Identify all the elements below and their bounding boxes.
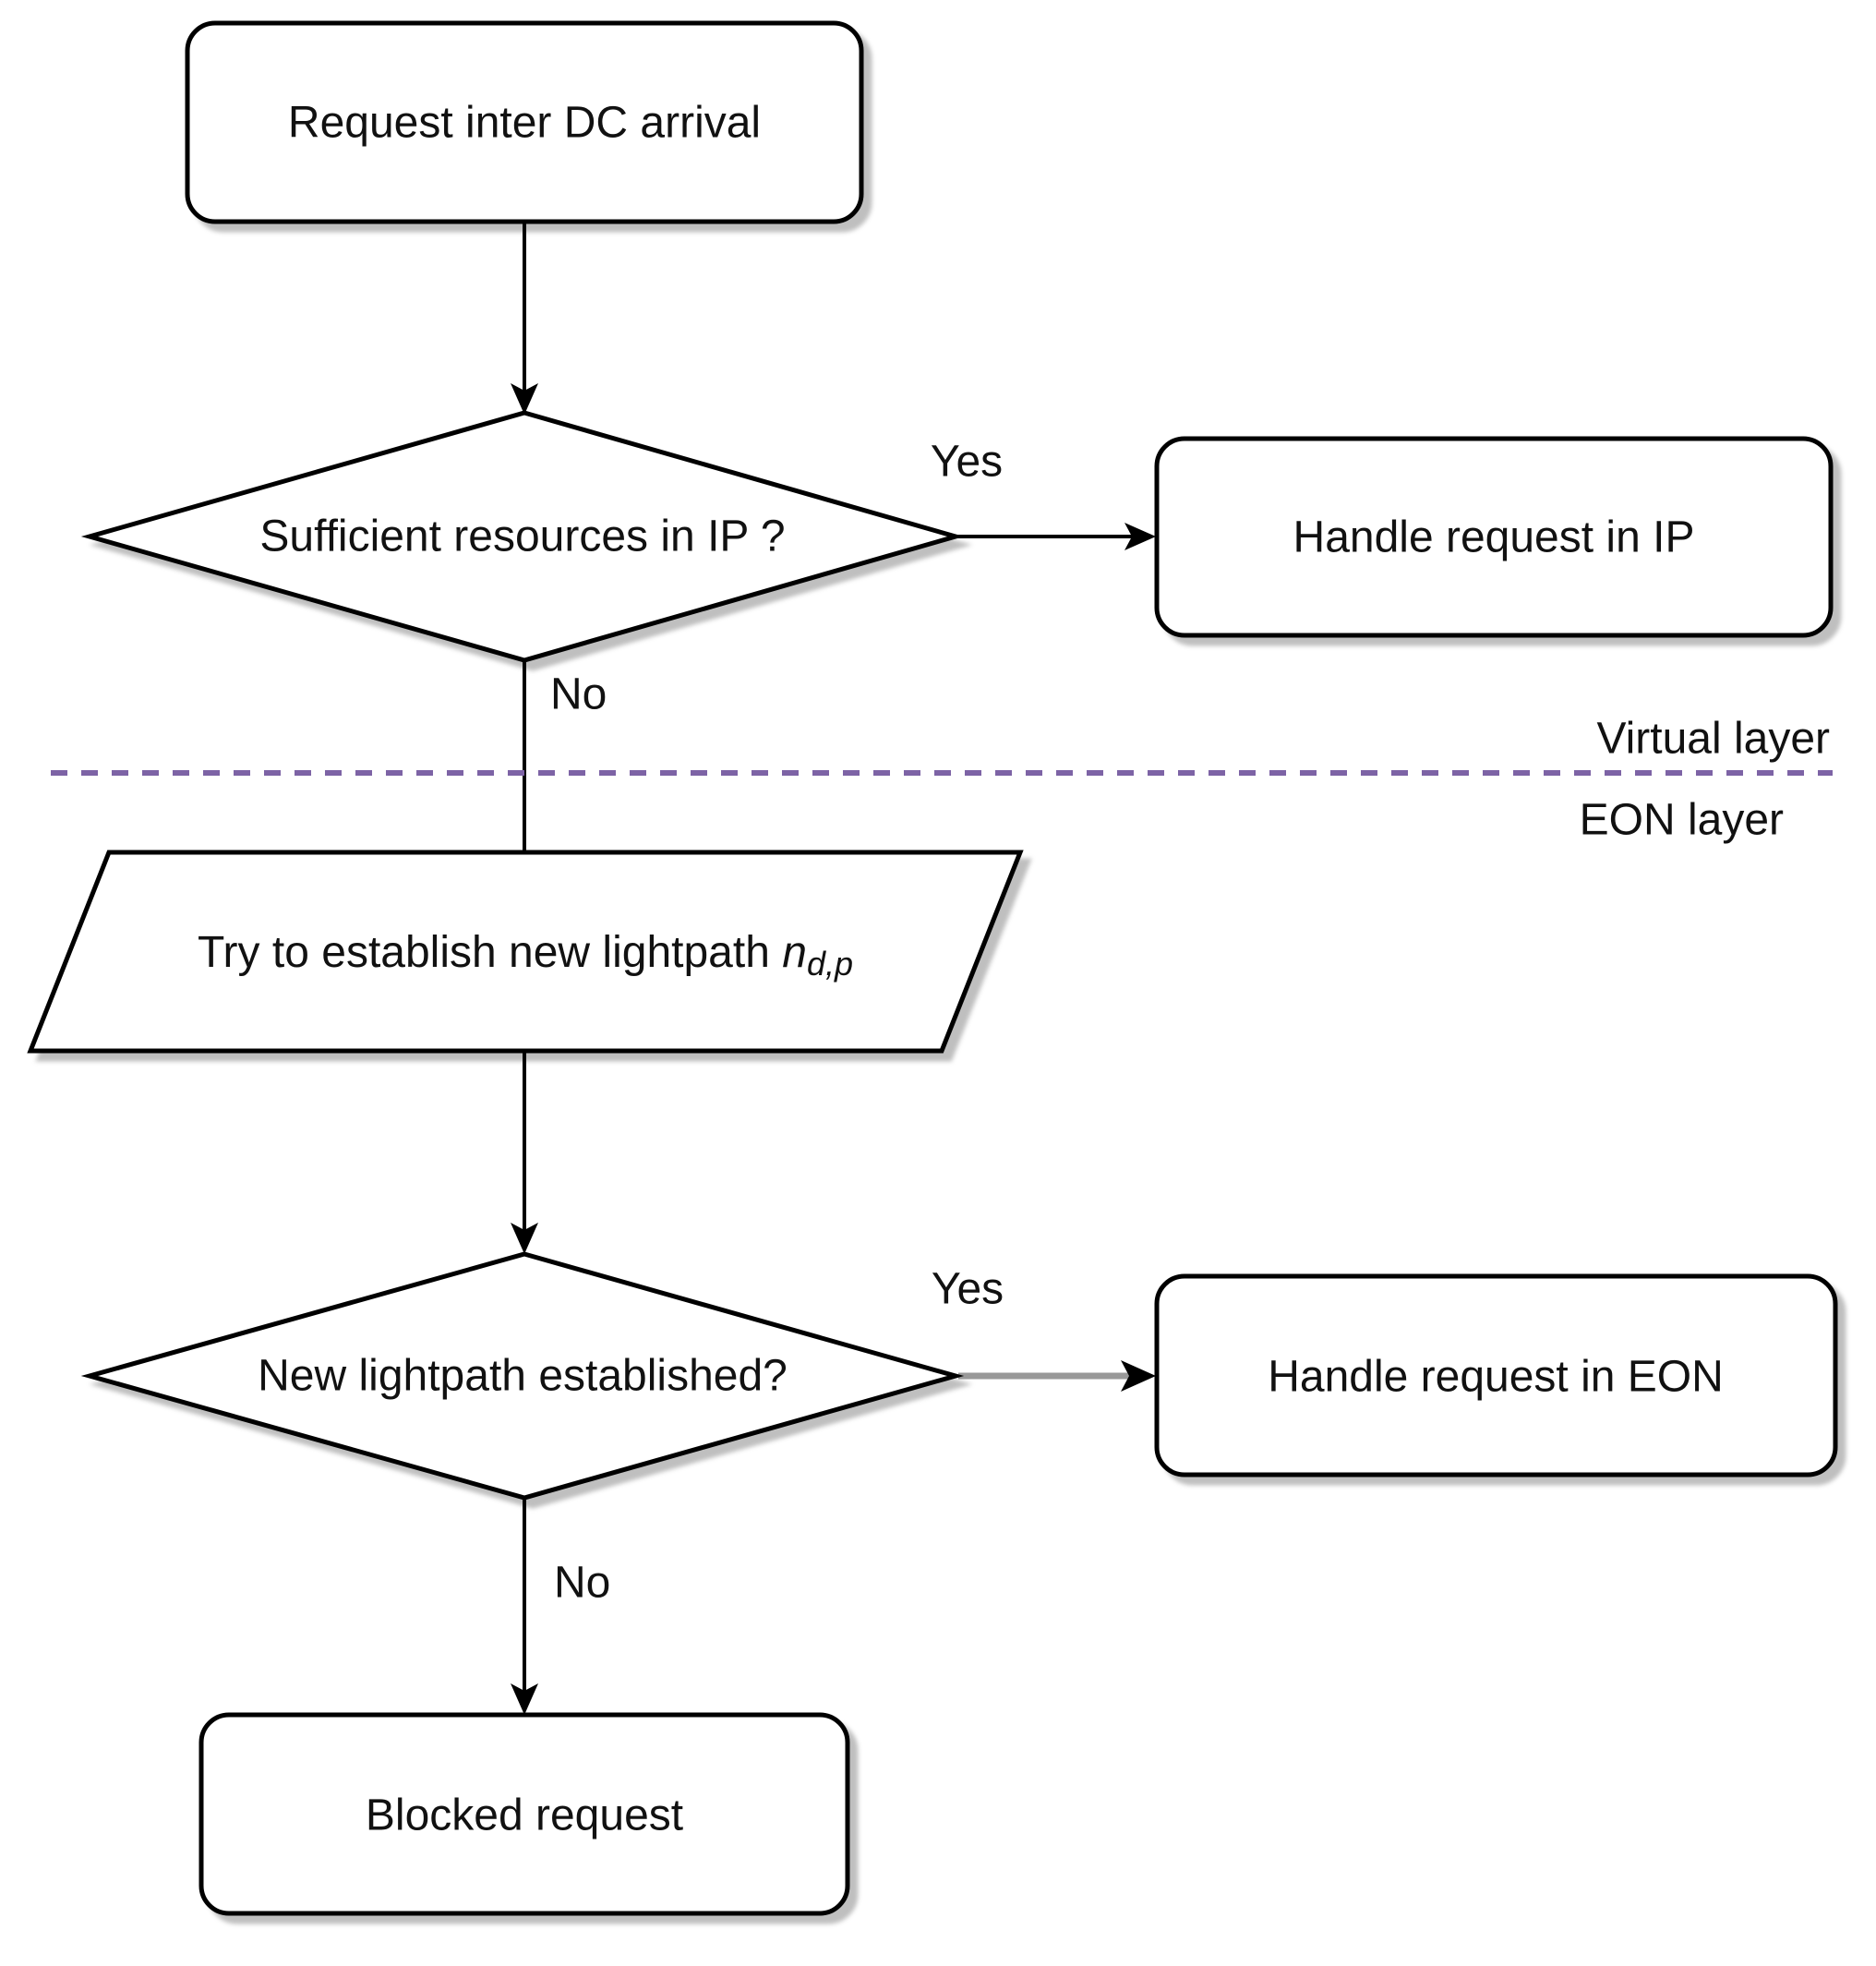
decision-ip-shape (80, 410, 965, 663)
handle-eon-node: Handle request in EON (1154, 1273, 1838, 1478)
decision-ip-label: Sufficient resources in IP ? (259, 513, 785, 561)
edge-label-no-ip: No (550, 670, 607, 719)
arrowhead-down-icon (511, 1683, 538, 1715)
edge-label-yes-ip: Yes (931, 438, 1003, 487)
arrowhead-down-icon (511, 1223, 538, 1254)
try-lightpath-shape (27, 850, 1024, 1054)
virtual-layer-label: Virtual layer (1596, 715, 1830, 764)
handle-ip-node: Handle request in IP (1154, 436, 1834, 638)
arrowhead-right-icon (1124, 523, 1156, 550)
decision-lightpath-shape (80, 1251, 965, 1501)
handle-eon-shape (1154, 1273, 1838, 1478)
start-node-shape (185, 20, 864, 224)
try-lightpath-label-main: Try to establish new lightpath (198, 928, 782, 977)
edge-label-yes-eon: Yes (932, 1265, 1004, 1314)
try-lightpath-node: Try to establish new lightpath nd,p (27, 850, 1024, 1054)
eon-layer-label: EON layer (1580, 796, 1784, 845)
blocked-node: Blocked request (198, 1712, 850, 1916)
decision-lightpath-label: New lightpath established? (258, 1352, 788, 1401)
arrowhead-right-icon (1121, 1360, 1156, 1392)
start-node: Request inter DC arrival (185, 20, 864, 224)
arrowhead-down-icon (511, 383, 538, 415)
edge-start-to-decision-ip (511, 222, 538, 415)
try-lightpath-label: Try to establish new lightpath nd,p (198, 928, 853, 983)
handle-ip-shape (1154, 436, 1834, 638)
edge-parallelogram-to-decision-lightpath (511, 1051, 538, 1254)
handle-eon-label: Handle request in EON (1268, 1353, 1724, 1402)
edge-decision-lightpath-yes (958, 1360, 1156, 1392)
edge-decision-lightpath-no (511, 1498, 538, 1715)
blocked-shape (198, 1712, 850, 1916)
handle-ip-label: Handle request in IP (1293, 513, 1695, 562)
decision-ip-node: Sufficient resources in IP ? (80, 410, 965, 663)
start-node-label: Request inter DC arrival (288, 99, 761, 148)
edge-label-no-eon: No (554, 1559, 610, 1608)
decision-lightpath-node: New lightpath established? (80, 1251, 965, 1501)
try-lightpath-label-sub: d,p (807, 945, 853, 983)
blocked-label: Blocked request (366, 1791, 683, 1840)
try-lightpath-label-var: n (782, 928, 807, 977)
edge-decision-ip-yes (956, 523, 1156, 550)
